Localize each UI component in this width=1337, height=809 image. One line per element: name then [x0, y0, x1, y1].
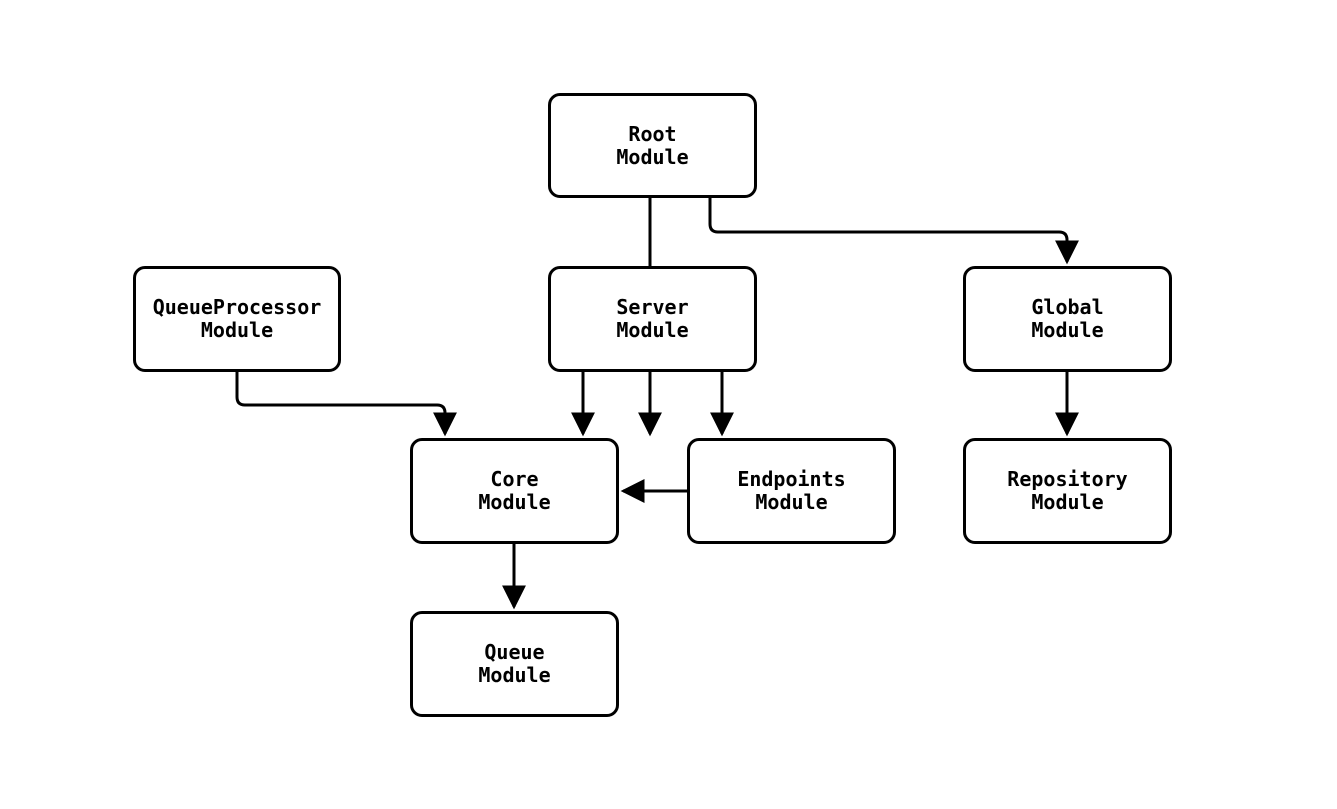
- node-queueprocessor-module: QueueProcessor Module: [133, 266, 341, 372]
- node-root-module: Root Module: [548, 93, 757, 198]
- edge-queueprocessor-core: [235, 372, 457, 437]
- node-server-module: Server Module: [548, 266, 757, 372]
- node-global-module: Global Module: [963, 266, 1172, 372]
- node-core-module: Core Module: [410, 438, 619, 544]
- node-endpoints-module: Endpoints Module: [687, 438, 896, 544]
- node-queue-module: Queue Module: [410, 611, 619, 717]
- node-repository-module: Repository Module: [963, 438, 1172, 544]
- edge-root-global: [708, 198, 1079, 265]
